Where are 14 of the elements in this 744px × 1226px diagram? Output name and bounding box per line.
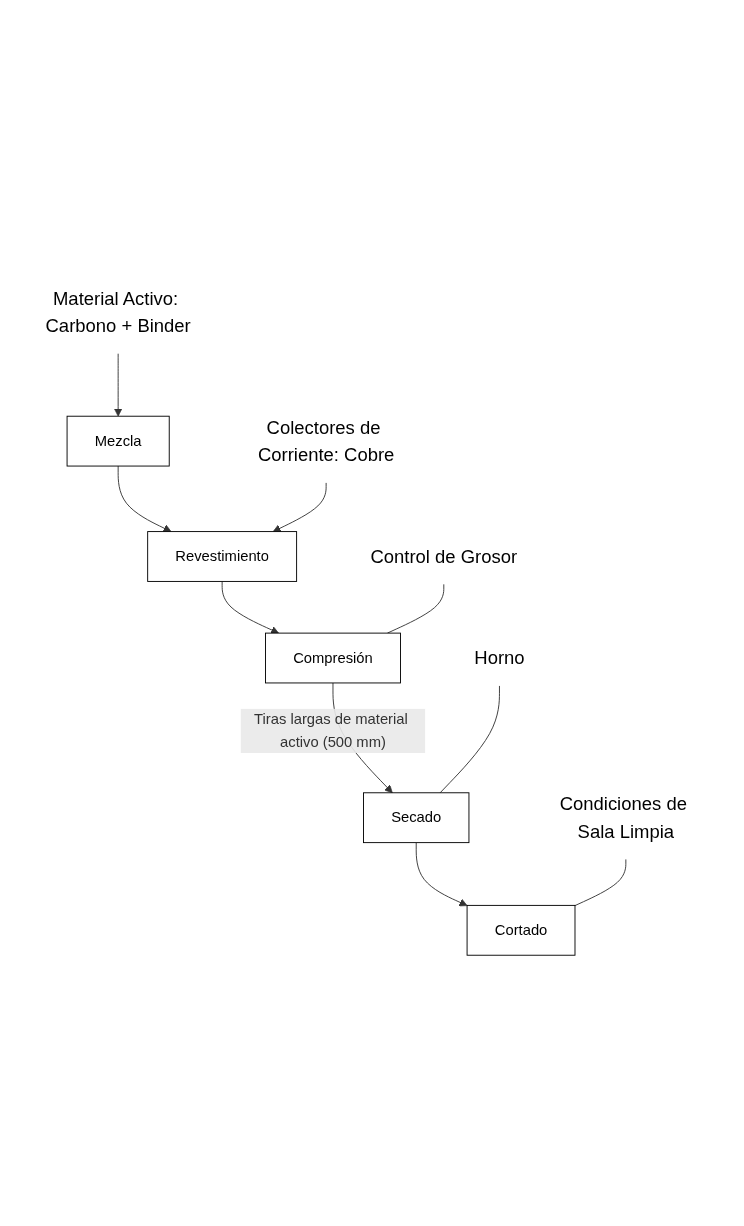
node-text: Condiciones de Sala Limpia [559,793,687,842]
node-text: Colectores de Corriente: Cobre [257,417,395,466]
node-box: Compresión [265,632,401,684]
node-box: Cortado [466,905,576,956]
edge-label: Tiras largas de material activo (500 mm) [254,711,408,750]
connector [439,685,500,794]
node-text: Horno [474,648,525,669]
connector [574,858,627,907]
node-box: Mezcla [66,415,170,467]
node-box: Revestimiento [147,531,298,583]
node-text: Control de Grosor [370,546,518,567]
node-text: Material Activo: Carbono + Binder [45,288,191,337]
node-box: Secado [363,792,470,844]
connector [386,583,445,634]
